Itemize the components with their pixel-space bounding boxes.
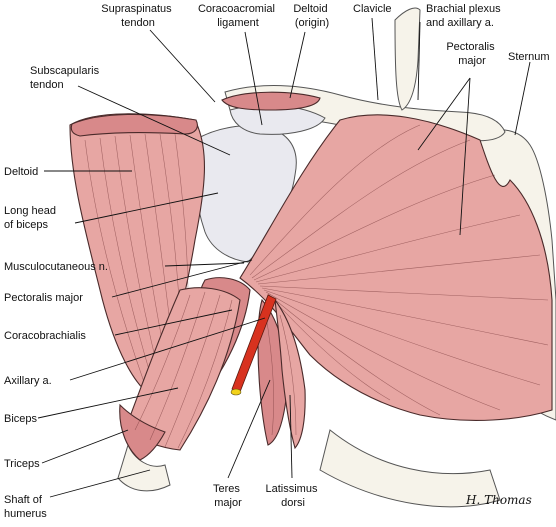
leader-latissimus (289, 394, 293, 479)
latissimus-dorsi-shape (274, 298, 306, 450)
artist-signature: H. Thomas (465, 493, 532, 507)
arm-muscles (119, 277, 306, 461)
pectoralis-fibers (249, 124, 549, 416)
label-long-head-biceps: Long head of biceps (4, 205, 59, 231)
label-teres-major: Teres major (213, 483, 243, 509)
label-deltoid: Deltoid (4, 166, 38, 178)
label-clavicle: Clavicle (353, 3, 392, 15)
leader-supraspinatus (149, 29, 216, 103)
label-pectoralis-major-left: Pectoralis major (4, 292, 83, 304)
label-pectoralis-major-top: Pectoralis major (446, 41, 497, 67)
leader-musculocutaneous (164, 262, 245, 267)
arm-fibers (134, 291, 297, 449)
label-axillary-a: Axillary a. (4, 375, 52, 387)
leader-pectoralis-left (111, 259, 253, 298)
label-musculocutaneous: Musculocutaneous n. (4, 261, 108, 273)
label-subscapularis-tendon: Subscapularis tendon (30, 65, 102, 91)
leader-subscapularis (77, 85, 231, 156)
leader-axillary (69, 317, 266, 381)
pectoralis-major-shape (239, 114, 553, 421)
label-deltoid-origin: Deltoid (origin) (293, 3, 330, 29)
label-latissimus-dorsi: Latissimus dorsi (265, 483, 320, 509)
label-brachial-plexus: Brachial plexus and axillary a. (426, 3, 504, 29)
biceps-shape (124, 287, 241, 451)
label-sternum: Sternum (508, 51, 550, 63)
leader-teres-major (227, 379, 271, 479)
deltoid-origin-cap (221, 91, 321, 111)
label-coracoacromial-ligament: Coracoacromial ligament (198, 3, 278, 29)
leader-pectoralis-top-2 (459, 77, 471, 236)
label-shaft-humerus: Shaft of humerus (4, 494, 47, 520)
leader-deltoid-origin (289, 31, 306, 99)
label-biceps: Biceps (4, 413, 38, 425)
label-supraspinatus-tendon: Supraspinatus tendon (101, 3, 174, 29)
brachial-plexus-shape (394, 7, 421, 111)
leader-shaft-humerus (49, 469, 151, 498)
deltoid-top-cap (70, 113, 198, 137)
nerve-shape (230, 388, 242, 396)
leader-clavicle (371, 17, 379, 101)
leader-coracoacromial (244, 31, 263, 126)
label-coracobrachialis: Coracobrachialis (4, 330, 86, 342)
label-triceps: Triceps (4, 458, 40, 470)
leader-biceps (37, 387, 179, 419)
labels: Supraspinatus tendon Coracoacromial liga… (4, 3, 550, 520)
leader-pectoralis-top-1 (417, 77, 471, 151)
rib-arc-shape (319, 429, 501, 508)
leader-brachial-plexus (417, 21, 421, 101)
leader-triceps (41, 429, 129, 464)
leader-sternum (514, 61, 531, 136)
leader-lines (37, 17, 531, 498)
triceps-shape (119, 403, 166, 461)
leader-long-head (74, 192, 219, 224)
leader-coracobrachialis (114, 309, 233, 336)
pectoralis-major-muscle (239, 114, 553, 421)
